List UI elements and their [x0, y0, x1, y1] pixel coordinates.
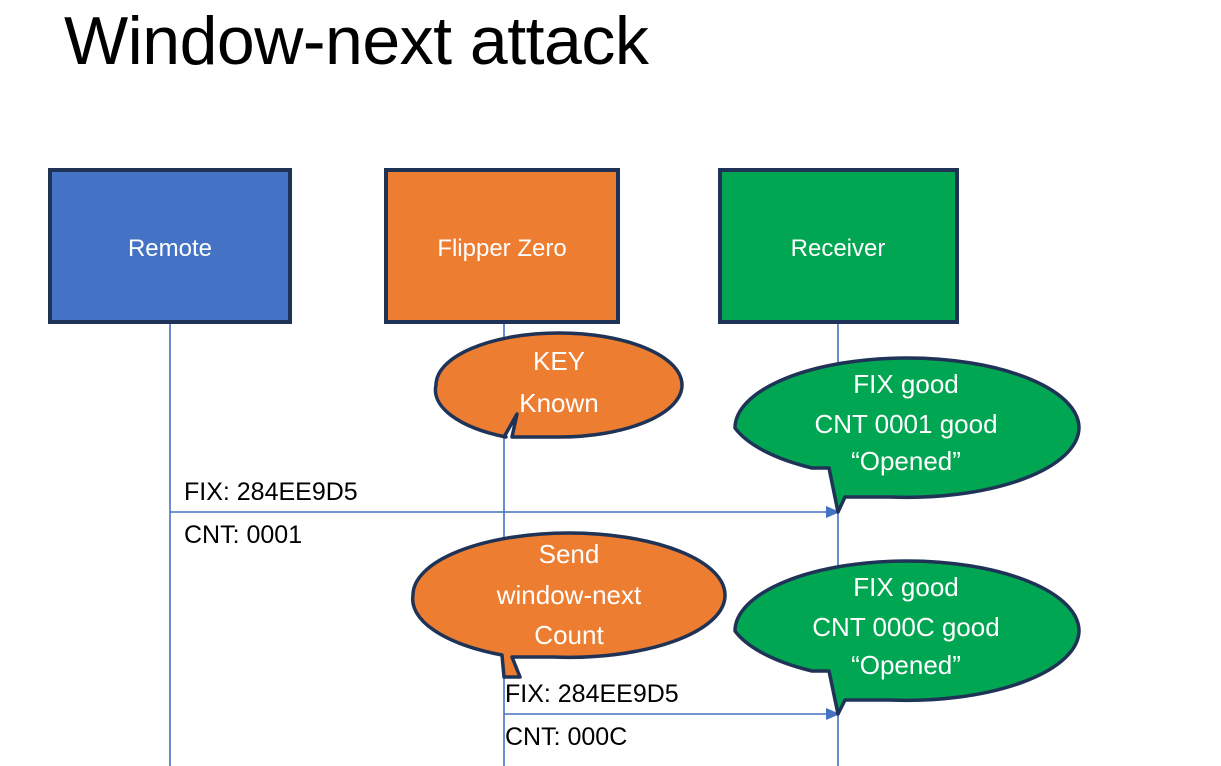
- callout-receiver-ack-1[interactable]: FIX good CNT 0001 good “Opened”: [733, 356, 1081, 514]
- actor-box-flipper-rect: [384, 168, 620, 324]
- callout-receiver-ack-2-line-3: “Opened”: [851, 650, 961, 680]
- callout-send-window-next-line-3: Count: [534, 620, 604, 650]
- callout-send-window-next[interactable]: Send window-next Count: [410, 531, 727, 679]
- page-title: Window-next attack: [64, 3, 649, 79]
- callout-receiver-ack-2[interactable]: FIX good CNT 000C good “Opened”: [733, 559, 1081, 716]
- actor-box-receiver[interactable]: Receiver: [718, 168, 959, 324]
- callout-receiver-ack-1-line-3: “Opened”: [851, 446, 961, 476]
- message-remote-to-receiver: FIX: 284EE9D5 CNT: 0001: [170, 478, 840, 549]
- callout-receiver-ack-2-shape: [733, 559, 1081, 716]
- callout-receiver-ack-1-line-1: FIX good: [853, 369, 959, 399]
- callout-key-known-line-1: KEY: [533, 346, 585, 376]
- actor-box-receiver-rect: [718, 168, 959, 324]
- callout-key-known[interactable]: KEY Known: [433, 331, 684, 439]
- callout-receiver-ack-2-line-1: FIX good: [853, 572, 959, 602]
- message-arrowhead-2: [826, 708, 840, 720]
- message-flipper-to-receiver: FIX: 284EE9D5 CNT: 000C: [504, 680, 840, 751]
- actor-label-receiver: Receiver: [791, 235, 886, 262]
- callout-send-window-next-line-2: window-next: [496, 580, 642, 610]
- message-arrowhead-1: [826, 506, 840, 518]
- message-label-above-2: FIX: 284EE9D5: [505, 680, 679, 708]
- callout-receiver-ack-2-line-2: CNT 000C good: [812, 612, 999, 642]
- callout-key-known-line-2: Known: [519, 388, 599, 418]
- callout-send-window-next-line-1: Send: [539, 539, 600, 569]
- callout-send-window-next-shape: [410, 531, 727, 679]
- callout-key-known-shape: [433, 331, 684, 439]
- callout-receiver-ack-1-shape: [733, 356, 1081, 514]
- actor-box-flipper[interactable]: Flipper Zero: [384, 168, 620, 324]
- actor-box-remote-rect: [48, 168, 292, 324]
- callout-receiver-ack-1-line-2: CNT 0001 good: [814, 409, 997, 439]
- message-label-below-2: CNT: 000C: [505, 723, 627, 751]
- message-label-above-1: FIX: 284EE9D5: [184, 478, 358, 506]
- actor-box-remote[interactable]: Remote: [48, 168, 292, 324]
- message-label-below-1: CNT: 0001: [184, 521, 302, 549]
- actor-label-remote: Remote: [128, 235, 212, 262]
- actor-label-flipper: Flipper Zero: [437, 235, 566, 262]
